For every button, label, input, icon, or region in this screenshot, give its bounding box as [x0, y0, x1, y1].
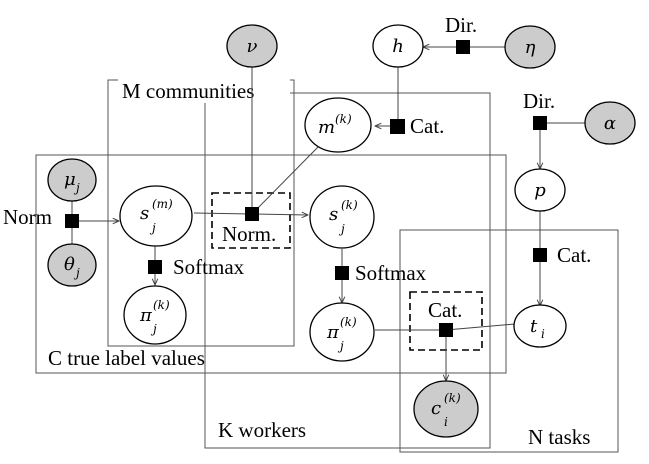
factor-norm-gate	[245, 207, 259, 221]
svg-text:η: η	[525, 37, 536, 58]
edge-t-gate	[445, 323, 516, 331]
norm-gate-label: Norm.	[222, 222, 276, 246]
svg-text:μ: μ	[64, 169, 76, 190]
svg-text:i: i	[444, 415, 448, 429]
node-c: c (k) i	[413, 380, 479, 438]
factor-softmax-worker	[335, 266, 349, 280]
plate-label-values	[35, 154, 507, 374]
svg-text:j: j	[150, 322, 157, 336]
node-p: p	[514, 168, 566, 212]
svg-text:j: j	[338, 222, 345, 236]
factor-softmax-community	[148, 260, 162, 274]
factor-cat-t	[533, 248, 547, 262]
dir-p-label: Dir.	[523, 89, 555, 113]
node-eta: η	[504, 25, 556, 69]
svg-text:π: π	[326, 322, 340, 343]
cat-c-label: Cat.	[428, 298, 462, 322]
node-nu: ν	[226, 24, 278, 68]
cat-m-label: Cat.	[410, 114, 444, 138]
factor-cat-c	[439, 323, 453, 337]
softmax-community-label: Softmax	[173, 255, 245, 279]
svg-text:t: t	[530, 316, 538, 337]
svg-text:(k): (k)	[335, 112, 352, 126]
norm-left-label: Norm	[3, 205, 52, 229]
svg-text:j: j	[73, 181, 80, 195]
plate-label-values-label: C true label values	[48, 346, 205, 370]
node-s-worker: s (k) j	[309, 185, 375, 249]
plate-tasks-label: N tasks	[528, 425, 590, 449]
node-t: t i	[513, 304, 567, 348]
svg-text:(k): (k)	[153, 298, 170, 312]
factor-cat-m	[390, 119, 405, 134]
dir-h-label: Dir.	[445, 13, 477, 37]
node-s-community: s (m) j	[119, 185, 193, 247]
node-m: m (k)	[304, 97, 372, 153]
softmax-worker-label: Softmax	[355, 261, 427, 285]
node-pi-worker: π (k) j	[309, 302, 375, 362]
edge-sm-gate	[193, 212, 253, 215]
svg-text:j: j	[73, 266, 80, 280]
plate-label-backing	[118, 79, 290, 103]
svg-text:j: j	[149, 221, 156, 235]
svg-text:c: c	[431, 398, 441, 419]
svg-text:(k): (k)	[341, 198, 358, 212]
factor-norm-left	[65, 214, 79, 228]
plate-workers-label: K workers	[218, 418, 306, 442]
cat-t-label: Cat.	[557, 243, 591, 267]
svg-text:(k): (k)	[340, 315, 357, 329]
svg-text:m: m	[318, 117, 335, 138]
plate-communities-label: M communities	[122, 79, 254, 103]
node-alpha: α	[584, 101, 636, 145]
node-mu: μ j	[47, 158, 97, 202]
svg-text:s: s	[140, 203, 149, 224]
node-pi-community: π (k) j	[123, 285, 187, 345]
svg-text:i: i	[541, 327, 545, 341]
node-theta: θ j	[47, 243, 97, 287]
svg-text:j: j	[337, 339, 344, 353]
edge-m-gate	[251, 144, 321, 215]
edge-gate-sk	[251, 214, 308, 215]
svg-text:(m): (m)	[152, 197, 173, 211]
svg-text:h: h	[392, 36, 404, 57]
svg-text:α: α	[604, 113, 616, 134]
gate-norm	[211, 192, 291, 249]
svg-text:s: s	[329, 204, 338, 225]
plate-tasks	[399, 229, 619, 453]
svg-text:p: p	[534, 180, 546, 201]
svg-text:π: π	[139, 305, 153, 326]
svg-text:(k): (k)	[444, 391, 461, 405]
node-h: h	[372, 24, 424, 68]
factor-dir-p	[533, 116, 547, 130]
factor-dir-h	[456, 40, 470, 54]
svg-text:θ: θ	[64, 254, 75, 275]
plate-workers	[204, 92, 491, 449]
svg-text:ν: ν	[247, 36, 258, 57]
